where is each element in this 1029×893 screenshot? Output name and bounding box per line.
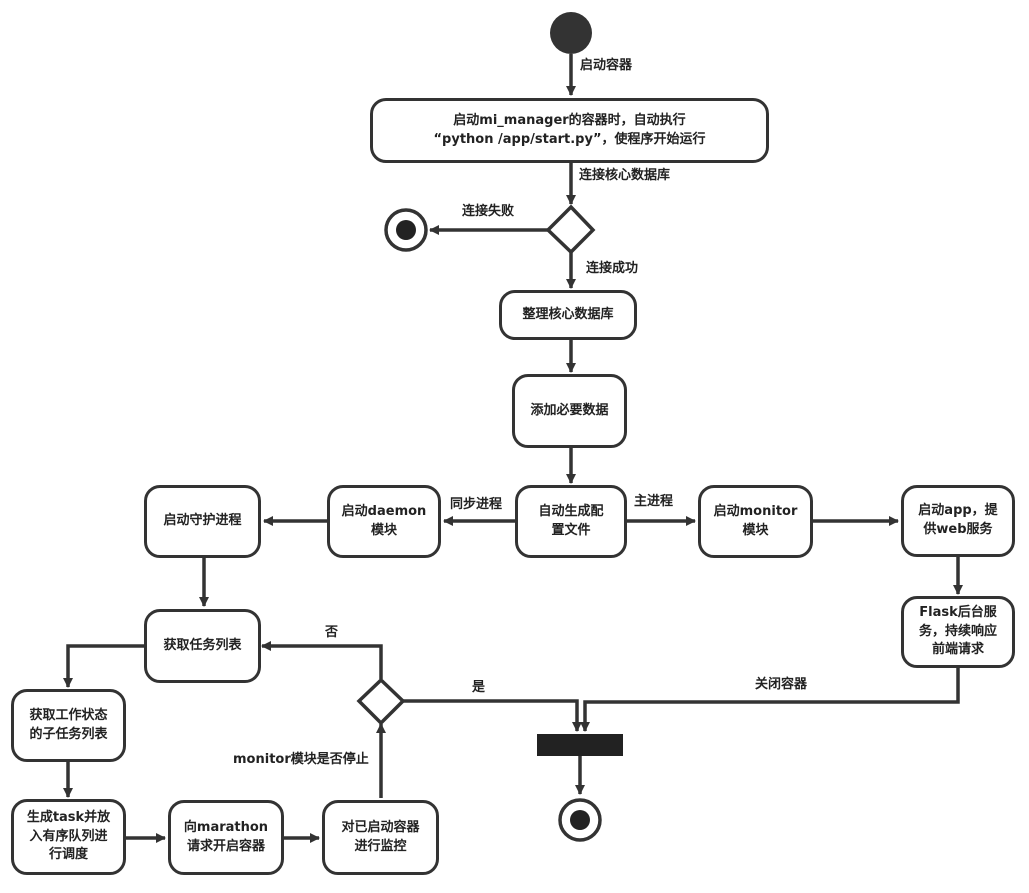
label-main-process: 主进程 [634,494,674,509]
node-organize-db: 整理核心数据库 [499,290,637,340]
decision-monitor-stopped [356,677,406,726]
node-flask: Flask后台服 务，持续响应 前端请求 [901,596,1015,668]
node-marathon: 向marathon 请求开启容器 [168,800,284,875]
final-node-fail-inner [396,220,416,240]
label-sync-process: 同步进程 [450,497,503,512]
label-connect-ok: 连接成功 [586,261,639,276]
node-add-data: 添加必要数据 [512,374,627,448]
edge-decision-yes-to-join [403,699,582,732]
node-gen-task: 生成task并放 入有序队列进 行调度 [11,799,126,875]
label-yes: 是 [472,680,486,695]
final-node-inner [570,810,590,830]
label-connect-db: 连接核心数据库 [579,168,671,183]
node-get-tasks: 获取任务列表 [144,609,261,683]
node-get-subtasks: 获取工作状态 的子任务列表 [11,689,126,762]
node-start-app: 启动app，提 供web服务 [901,485,1015,557]
edge-get-tasks-to-get-subtasks [63,644,144,688]
label-start-container: 启动容器 [580,58,633,73]
edge-flask-to-join [580,668,960,732]
node-start-daemon: 启动daemon 模块 [327,485,441,558]
node-start-guard: 启动守护进程 [144,485,261,558]
join-bar [537,734,623,756]
label-no: 否 [325,625,339,640]
decision-db-connection [545,204,596,255]
label-connect-fail: 连接失败 [462,204,515,219]
node-start-monitor: 启动monitor 模块 [698,485,813,558]
edge-decision-no-to-get-tasks [261,641,383,679]
node-monitor-started: 对已启动容器 进行监控 [322,800,439,875]
node-start-container: 启动mi_manager的容器时，自动执行 “python /app/start… [370,98,769,163]
initial-node [550,12,592,54]
label-close-container: 关闭容器 [755,677,808,692]
node-gen-config: 自动生成配 置文件 [515,485,627,558]
label-monitor-stopped: monitor模块是否停止 [233,752,369,767]
